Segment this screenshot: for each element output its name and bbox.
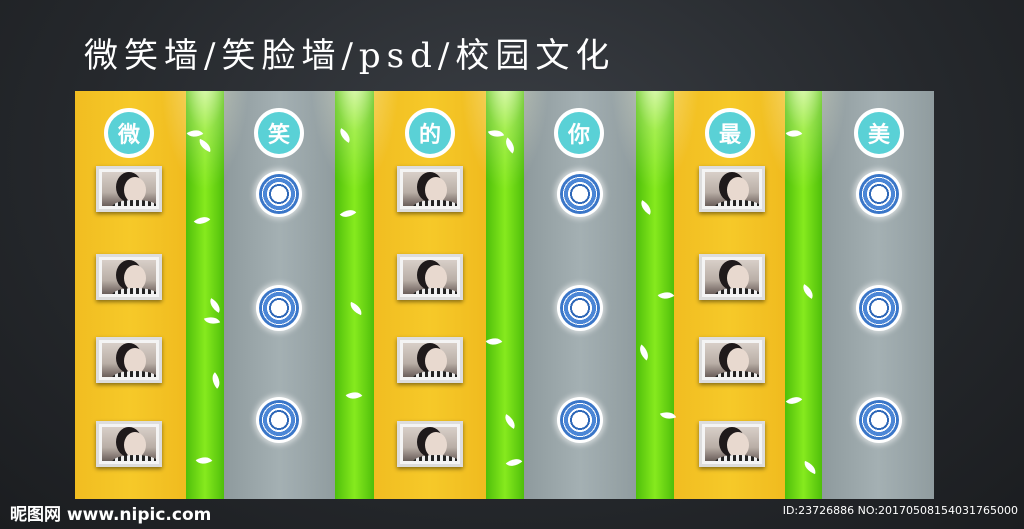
smile-wall-design: 微 笑 的 你 最 美 [75, 91, 934, 499]
photo-frame [96, 254, 162, 300]
photo-frame [699, 421, 765, 467]
char-label: 微 [108, 112, 150, 154]
page-title: 微笑墙/笑脸墙/psd/校园文化 [84, 36, 616, 76]
spotlight [758, 91, 848, 191]
char-circle-6: 美 [854, 108, 904, 158]
char-circle-2: 笑 [254, 108, 304, 158]
photo-frame [397, 254, 463, 300]
porcelain-plate-icon [856, 171, 902, 217]
photo-frame [96, 337, 162, 383]
photo-frame [699, 254, 765, 300]
photo-frame [397, 337, 463, 383]
char-label: 你 [558, 112, 600, 154]
porcelain-plate-icon [256, 397, 302, 443]
photo-frame [699, 166, 765, 212]
photo-frame [397, 166, 463, 212]
char-label: 美 [858, 112, 900, 154]
porcelain-plate-icon [557, 171, 603, 217]
char-label: 的 [409, 112, 451, 154]
porcelain-plate-icon [856, 285, 902, 331]
watermark-site: 昵图网 www.nipic.com [10, 505, 212, 525]
char-circle-4: 你 [554, 108, 604, 158]
photo-frame [96, 166, 162, 212]
photo-frame [397, 421, 463, 467]
photo-frame [96, 421, 162, 467]
porcelain-plate-icon [856, 397, 902, 443]
char-label: 笑 [258, 112, 300, 154]
porcelain-plate-icon [557, 397, 603, 443]
watermark-id: ID:23726886 NO:20170508154031765000 [782, 504, 1018, 517]
char-label: 最 [709, 112, 751, 154]
char-circle-5: 最 [705, 108, 755, 158]
porcelain-plate-icon [256, 285, 302, 331]
spotlight [310, 91, 400, 191]
spotlight [610, 91, 700, 191]
photo-frame [699, 337, 765, 383]
porcelain-plate-icon [256, 171, 302, 217]
porcelain-plate-icon [557, 285, 603, 331]
char-circle-3: 的 [405, 108, 455, 158]
char-circle-1: 微 [104, 108, 154, 158]
